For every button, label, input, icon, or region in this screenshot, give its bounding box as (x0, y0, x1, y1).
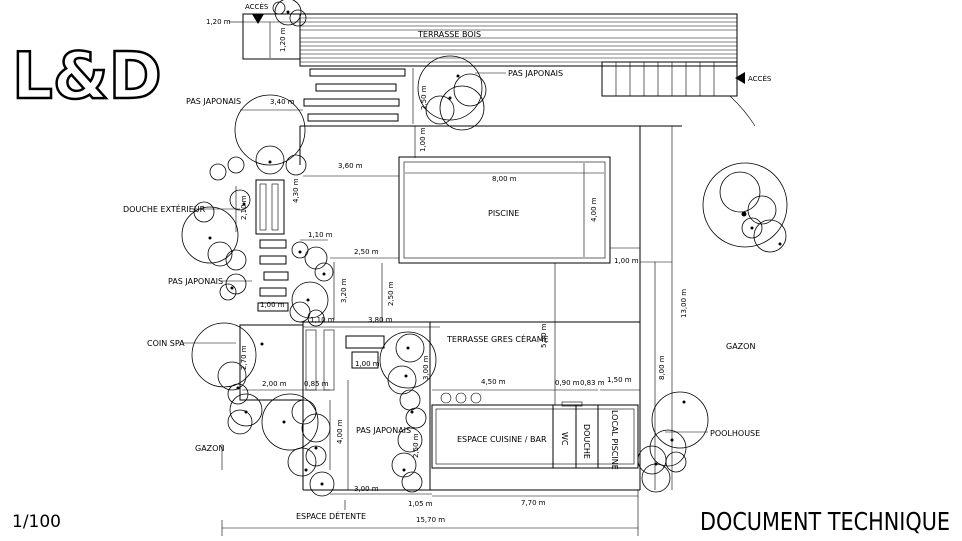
dim-1-20-b: 1,20 m (279, 27, 287, 52)
scale-label: 1/100 (12, 512, 61, 532)
dim-1-00-right: 1,00 m (614, 257, 639, 265)
dim-0-90: 0,90 m (555, 379, 580, 387)
dim-4-00-pool: 4,00 m (590, 197, 598, 222)
gazon-left-label: GAZON (195, 444, 224, 453)
trees (181, 0, 788, 497)
dim-3-00-bottom: 3,00 m (354, 485, 379, 493)
pas-japonais-bottom-label: PAS JAPONAIS (356, 426, 411, 435)
dim-4-50: 4,50 m (481, 378, 506, 386)
coin-spa-label: COIN SPA (147, 339, 185, 348)
dim-2-10: 2,10 m (240, 195, 248, 220)
dim-1-20-a: 1,20 m (206, 18, 231, 26)
dim-1-10-a: 1,10 m (308, 231, 333, 239)
douche-exterieur-area (255, 179, 289, 312)
wc-label: WC (560, 432, 569, 446)
douche-exterieur-label: DOUCHE EXTÉRIEUR (123, 203, 206, 214)
dim-3-80: 3,80 m (368, 316, 393, 324)
dim-8-00-pool: 8,00 m (492, 175, 517, 183)
dim-3-20: 3,20 m (340, 278, 348, 303)
dim-2-50-low: 2,50 m (412, 433, 420, 458)
dim-1-00-top: 1,00 m (419, 127, 427, 152)
site-outline (299, 125, 682, 491)
local-piscine-label: LOCAL PISCINE (610, 410, 619, 470)
dim-4-30: 4,30 m (292, 178, 300, 203)
dim-1-00-small: 1,00 m (260, 301, 285, 309)
terrasse-bois-deck: TERRASSE BOIS (242, 13, 756, 127)
acces-right-label: ACCÈS (748, 74, 772, 83)
poolhouse-label: POOLHOUSE (710, 429, 760, 438)
dim-3-00-vert: 3,00 m (422, 355, 430, 380)
dim-1-00-spa: 1,00 m (355, 360, 380, 368)
dim-15-70: 15,70 m (416, 516, 445, 524)
dim-3-60: 3,60 m (338, 162, 363, 170)
dim-2-50-top: 2,50 m (420, 85, 428, 110)
dim-4-00-vert: 4,00 m (336, 419, 344, 444)
dim-0-83: 0,83 m (580, 379, 605, 387)
espace-detente-label: ESPACE DÉTENTE (296, 510, 366, 521)
dim-1-05: 1,05 m (408, 500, 433, 508)
pas-japonais-left-mid-label: PAS JAPONAIS (168, 277, 223, 286)
stepping-stones-top (303, 68, 406, 122)
pas-japonais-left-top-label: PAS JAPONAIS (186, 97, 241, 106)
dim-0-85: 0,85 m (304, 380, 329, 388)
dim-1-10-b: 1,10 m (310, 316, 335, 324)
poolhouse-building (431, 392, 639, 469)
dim-2-50-vert: 2,50 m (387, 281, 395, 306)
terrasse-bois-label: TERRASSE BOIS (417, 30, 481, 39)
access-right: ACCÈS (735, 72, 772, 84)
douche-label: DOUCHE (582, 424, 591, 459)
dim-5-50: 5,50 m (540, 323, 548, 348)
deck-boards (300, 17, 737, 63)
access-top: ACCÈS (245, 2, 269, 24)
pool: PISCINE 8,00 m 4,00 m (398, 156, 611, 264)
dim-8-00-vert: 8,00 m (658, 355, 666, 380)
gazon-right-label: GAZON (726, 342, 755, 351)
dim-7-70: 7,70 m (521, 499, 546, 507)
acces-top-arrow-icon (252, 14, 264, 24)
dim-1-50: 1,50 m (607, 376, 632, 384)
terrasse-gres-label: TERRASSE GRES CÉRAME (446, 333, 549, 344)
dim-2-70: 2,70 m (240, 345, 248, 370)
logo-text: L&D (12, 40, 162, 114)
dim-13-00: 13,00 m (680, 289, 688, 318)
espace-cuisine-label: ESPACE CUISINE / BAR (457, 435, 547, 444)
pas-japonais-top-label: PAS JAPONAIS (508, 69, 563, 78)
acces-top-label: ACCÈS (245, 2, 269, 11)
acces-right-arrow-icon (735, 72, 745, 84)
dim-2-50-mid: 2,50 m (354, 248, 379, 256)
piscine-label: PISCINE (488, 209, 519, 218)
tree-trunks (208, 10, 782, 486)
dim-2-00: 2,00 m (262, 380, 287, 388)
document-title: DOCUMENT TECHNIQUE (700, 507, 950, 536)
dim-3-40: 3,40 m (270, 98, 295, 106)
logo: L&D (11, 39, 163, 116)
